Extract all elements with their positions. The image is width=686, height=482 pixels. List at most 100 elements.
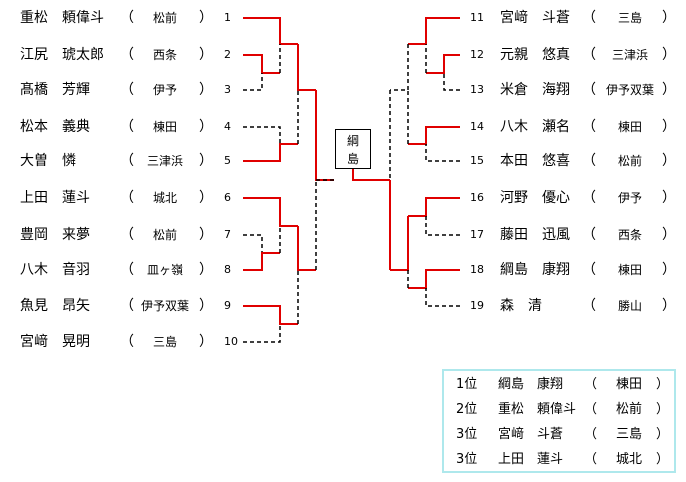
entrant-name: 綱島 康翔: [500, 262, 570, 278]
paren-open: （: [582, 119, 596, 135]
entrant-school: 城北: [152, 191, 177, 205]
paren-open: （: [582, 47, 596, 63]
entrant-row: 上田 蓮斗（城北）6: [0, 188, 240, 208]
result-school: 城北: [615, 452, 642, 467]
paren-close: ）: [662, 262, 676, 278]
entrant-number: 14: [470, 120, 484, 133]
bracket-line: [243, 73, 263, 91]
paren-open: （: [120, 153, 134, 169]
paren-close: ）: [199, 334, 213, 350]
entrant-school: 三島: [617, 11, 642, 25]
paren-open: （: [582, 262, 596, 278]
entrant-school: 松前: [152, 228, 177, 242]
entrant-school: 皿ヶ嶺: [146, 263, 183, 277]
result-row: 3位上田 蓮斗（城北）: [444, 450, 674, 470]
entrant-name: 八木 瀬名: [500, 119, 570, 135]
paren-open: （: [120, 10, 134, 26]
paren-close: ）: [662, 119, 676, 135]
winning-path-line: [408, 126, 460, 145]
bracket-line: [243, 234, 263, 253]
winning-path-line: [408, 197, 460, 217]
paren-close: ）: [662, 190, 676, 206]
winning-path-line: [352, 169, 371, 181]
paren-open: （: [120, 334, 134, 350]
winning-path-line: [408, 17, 460, 45]
paren-open: （: [584, 427, 598, 442]
result-school: 松前: [615, 402, 642, 417]
entrant-name: 宮﨑 斗蒼: [500, 10, 570, 26]
bracket-line: [243, 324, 281, 343]
paren-open: （: [120, 262, 134, 278]
entrant-row: 宮﨑 晃明（三島）10: [0, 332, 240, 352]
entrant-row: 豊岡 来夢 （ 松前 ） 7: [0, 225, 240, 245]
paren-close: ）: [199, 262, 213, 278]
paren-open: （: [120, 227, 134, 243]
paren-close: ）: [199, 227, 213, 243]
result-school: 三島: [615, 427, 642, 442]
result-rank: 3位: [456, 427, 478, 442]
paren-open: （: [582, 227, 596, 243]
paren-open: （: [120, 82, 134, 98]
result-name: 宮﨑 斗蒼: [498, 427, 564, 442]
entrant-number: 16: [470, 191, 484, 204]
winning-path-line: [426, 54, 460, 74]
entrant-number: 9: [224, 299, 231, 312]
paren-close: ）: [199, 10, 213, 26]
result-row: 1位綱島 康翔（棟田）: [444, 375, 674, 395]
paren-close: ）: [199, 298, 213, 314]
paren-open: （: [584, 452, 598, 467]
paren-close: ）: [656, 402, 670, 417]
paren-close: ）: [656, 377, 670, 392]
entrant-name: 魚見 昂矢: [20, 298, 90, 314]
entrant-row: 14 八木 瀬名 （ 棟田 ）: [460, 117, 686, 137]
entrant-name: 重松 頼偉斗: [20, 10, 104, 26]
paren-open: （: [582, 298, 596, 314]
paren-open: （: [120, 119, 134, 135]
entrant-row: 重松 頼偉斗（松前）1: [0, 8, 240, 28]
entrant-name: 河野 優心: [500, 190, 570, 206]
paren-close: ）: [662, 153, 676, 169]
paren-close: ）: [199, 82, 213, 98]
winning-path-line: [297, 226, 316, 271]
result-school: 棟田: [615, 377, 642, 392]
paren-close: ）: [662, 47, 676, 63]
winning-path-line: [243, 17, 298, 45]
winning-path-line: [243, 252, 280, 271]
paren-close: ）: [662, 10, 676, 26]
entrant-school: 伊予: [617, 191, 642, 205]
paren-open: （: [120, 47, 134, 63]
paren-open: （: [584, 402, 598, 417]
entrant-school: 伊予双葉: [605, 83, 654, 97]
paren-close: ）: [199, 153, 213, 169]
paren-open: （: [582, 82, 596, 98]
bracket-line: [425, 288, 460, 307]
final-results-box: 1位綱島 康翔（棟田）2位重松 頼偉斗（松前）3位宮﨑 斗蒼（三島）3位上田 蓮…: [442, 369, 676, 473]
result-name: 上田 蓮斗: [498, 452, 564, 467]
entrant-school: 勝山: [617, 299, 642, 313]
winning-path-line: [408, 269, 460, 289]
entrant-school: 西条: [152, 48, 177, 62]
entrant-name: 藤田 迅風: [500, 227, 570, 243]
entrant-name: 上田 蓮斗: [20, 190, 90, 206]
entrant-school: 三津浜: [146, 154, 183, 168]
winning-path-line: [243, 197, 298, 227]
paren-close: ）: [656, 427, 670, 442]
winning-path-line: [243, 143, 298, 162]
entrant-name: 米倉 海翔: [500, 82, 570, 98]
entrant-row: 八木 音羽（皿ヶ嶺）8: [0, 260, 240, 280]
entrant-number: 7: [224, 228, 231, 241]
entrant-school: 棟田: [617, 120, 642, 134]
entrant-name: 豊岡 来夢: [20, 227, 90, 243]
entrant-name: 江尻 琥太郎: [20, 47, 104, 63]
winning-path-line: [243, 54, 280, 74]
result-name: 綱島 康翔: [498, 377, 564, 392]
entrant-number: 10: [224, 335, 238, 348]
champion-box: 綱 島: [335, 129, 371, 169]
